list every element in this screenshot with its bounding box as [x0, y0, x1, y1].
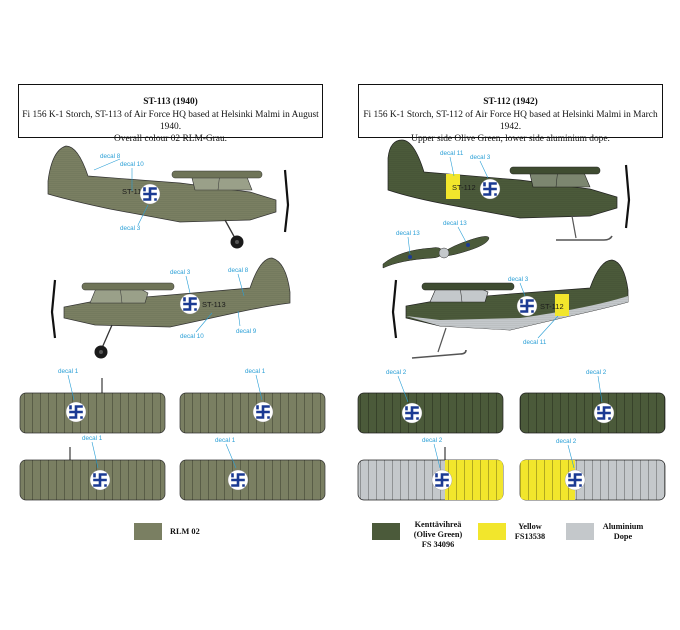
right-line-2: Upper side Olive Green, lower side alumi… — [411, 134, 610, 144]
left-top-callout-2: decal 10 — [120, 161, 144, 168]
propeller-callout-2: decal 13 — [443, 220, 467, 227]
left-bottom-callout-2: decal 8 — [228, 267, 249, 274]
right-side-view-bottom: ST-112 — [391, 259, 629, 359]
left-side-view-top: ST-113 — [47, 145, 290, 249]
right-wing-callout-1: decal 2 — [386, 369, 407, 376]
left-top-code: ST-113 — [122, 187, 146, 196]
right-line-1: Fi 156 K-1 Storch, ST-112 of Air Force H… — [363, 110, 658, 132]
right-wing-lower-left — [357, 459, 504, 501]
left-line-2: Overall colour 02 RLM-Grau. — [114, 134, 227, 144]
legend-swatch-aluminium — [566, 523, 594, 540]
left-side-view-bottom: ST-113 — [50, 257, 291, 359]
left-bottom-callout-3: decal 9 — [236, 328, 257, 335]
right-bottom-callout-1: decal 3 — [508, 276, 529, 283]
right-wing-upper-right — [519, 392, 666, 434]
right-bottom-callout-2: decal 11 — [523, 339, 547, 346]
left-wing-callout-1: decal 1 — [58, 368, 79, 375]
right-wing-callout-3: decal 2 — [422, 437, 443, 444]
right-wing-upper-left — [357, 392, 504, 434]
left-wing-lower-left — [19, 459, 166, 501]
left-wing-callout-2: decal 1 — [245, 368, 266, 375]
right-side-view-top: ST-112 — [387, 139, 631, 241]
left-bottom-callout-4: decal 10 — [180, 333, 204, 340]
left-wing-callout-4: decal 1 — [215, 437, 236, 444]
right-wing-callout-2: decal 2 — [586, 369, 607, 376]
left-line-1: Fi 156 K-1 Storch, ST-113 of Air Force H… — [22, 110, 319, 132]
legend-label-aluminium: Aluminium Dope — [602, 522, 644, 541]
legend-swatch-olive — [372, 523, 400, 540]
right-top-callout-1: decal 11 — [440, 150, 464, 157]
left-top-callout-3: decal 3 — [120, 225, 141, 232]
left-top-callout-1: decal 8 — [100, 153, 121, 160]
right-top-code: ST-112 — [452, 183, 476, 192]
right-bottom-code: ST-112 — [540, 302, 564, 311]
right-title: ST-112 (1942) — [483, 97, 538, 107]
propeller-callout-1: decal 13 — [396, 230, 420, 237]
right-top-callout-2: decal 3 — [470, 154, 491, 161]
legend-swatch-yellow — [478, 523, 506, 540]
left-wing-upper-left — [19, 392, 166, 434]
legend-label-rlm02: RLM 02 — [170, 527, 200, 536]
left-title: ST-113 (1940) — [143, 97, 198, 107]
left-bottom-callout-1: decal 3 — [170, 269, 191, 276]
right-wing-lower-right — [519, 459, 666, 501]
left-wing-callout-3: decal 1 — [82, 435, 103, 442]
right-caption-box: ST-112 (1942) Fi 156 K-1 Storch, ST-112 … — [358, 84, 663, 144]
legend-label-yellow: Yellow FS13538 — [514, 522, 546, 541]
left-caption-box: ST-113 (1940) Fi 156 K-1 Storch, ST-113 … — [18, 84, 323, 144]
left-wing-lower-right — [179, 459, 326, 501]
left-bottom-code: ST-113 — [202, 300, 226, 309]
legend-label-olive: Kenttävihreä (Olive Green) FS 34096 — [413, 520, 463, 549]
left-wing-upper-right — [179, 392, 326, 434]
legend-swatch-rlm02 — [134, 523, 162, 540]
right-wing-callout-4: decal 2 — [556, 438, 577, 445]
propeller — [382, 236, 490, 269]
